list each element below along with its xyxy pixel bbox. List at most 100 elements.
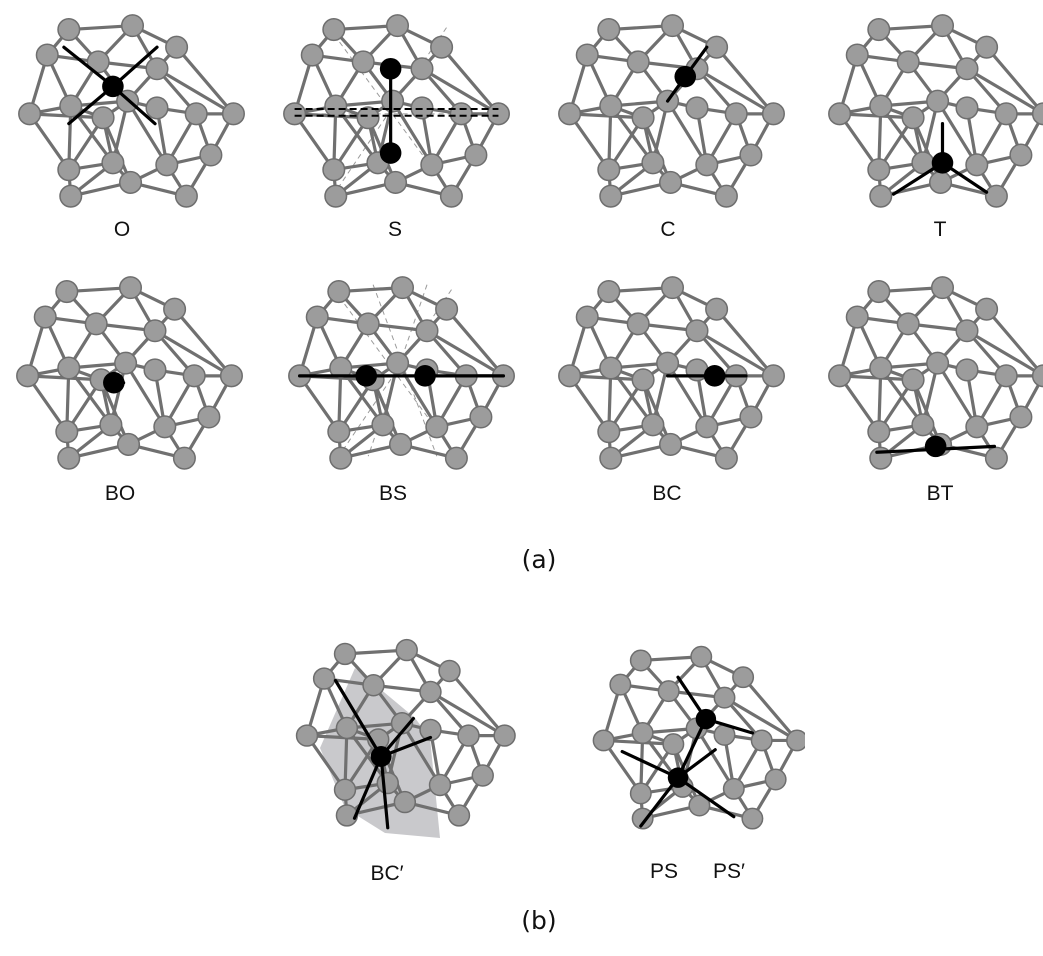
host-atom <box>659 432 683 456</box>
host-atom <box>322 158 346 182</box>
host-atom <box>35 43 59 67</box>
host-atom <box>659 170 683 194</box>
host-bond <box>123 361 167 429</box>
host-atom <box>55 420 79 444</box>
host-atom <box>660 14 685 38</box>
label-BO: BO <box>104 482 136 505</box>
host-atom <box>869 94 893 118</box>
host-bond <box>440 45 501 116</box>
host-atom <box>493 724 516 747</box>
host-atom <box>1031 102 1043 126</box>
label-PS: PS <box>649 860 679 883</box>
host-atom <box>300 43 324 67</box>
host-bond <box>935 99 979 167</box>
host-atom <box>419 680 442 704</box>
host-atom <box>930 14 955 38</box>
host-atom <box>761 364 785 388</box>
host-atom <box>975 35 999 59</box>
host-bond <box>641 378 673 447</box>
host-bond <box>101 116 133 185</box>
host-atom <box>965 153 989 177</box>
hydrogen-atom <box>931 152 954 174</box>
host-atom <box>685 319 709 343</box>
host-atom <box>631 368 655 392</box>
host-atom <box>732 666 755 689</box>
host-atom <box>390 276 415 300</box>
host-atom <box>333 642 357 666</box>
host-atom <box>381 89 405 113</box>
host-atom <box>901 106 925 130</box>
cluster-BS <box>288 276 515 470</box>
host-bond <box>715 307 776 378</box>
host-atom <box>867 158 891 182</box>
host-atom <box>327 420 351 444</box>
host-atom <box>955 57 979 81</box>
host-atom <box>143 319 167 343</box>
host-atom <box>324 184 348 208</box>
host-atom <box>597 18 621 42</box>
hydrogen-atom <box>370 746 392 767</box>
host-atom <box>724 102 748 126</box>
host-atom <box>305 305 329 329</box>
host-atom <box>867 420 891 444</box>
host-atom <box>597 158 621 182</box>
host-atom <box>984 446 1008 470</box>
host-bond <box>428 690 507 738</box>
host-bond <box>722 696 799 743</box>
hydrogen-bond <box>676 717 708 780</box>
host-atom <box>57 356 81 380</box>
host-atom <box>901 368 925 392</box>
hydrogen-atom <box>355 365 378 387</box>
host-atom <box>994 102 1018 126</box>
host-bond <box>153 329 234 378</box>
cluster-BO <box>16 276 243 470</box>
host-atom <box>199 143 223 167</box>
host-atom <box>558 364 582 388</box>
host-atom <box>641 151 665 175</box>
host-atom <box>626 312 650 336</box>
host-atom <box>143 358 167 382</box>
cluster-T <box>828 14 1043 208</box>
host-atom <box>641 413 665 437</box>
host-bond <box>125 99 169 167</box>
host-atom <box>145 57 169 81</box>
host-atom <box>656 351 680 375</box>
host-atom <box>845 305 869 329</box>
host-atom <box>33 305 57 329</box>
caption-b: (b) <box>521 906 557 935</box>
host-bond <box>173 307 234 378</box>
host-atom <box>118 276 143 300</box>
host-bond <box>965 329 1043 378</box>
host-bond <box>155 67 236 116</box>
cluster-PS <box>592 645 805 830</box>
host-atom <box>994 364 1018 388</box>
label-T: T <box>933 218 947 241</box>
host-atom <box>444 446 468 470</box>
host-atom <box>356 106 380 130</box>
host-atom <box>869 356 893 380</box>
host-atom <box>384 170 408 194</box>
host-atom <box>329 446 353 470</box>
host-atom <box>322 18 346 42</box>
cluster-BC-prime <box>295 638 516 838</box>
host-bond <box>694 726 736 791</box>
host-atom <box>722 777 745 800</box>
host-bond <box>715 45 776 116</box>
hydrogen-bond <box>676 776 736 819</box>
host-atom <box>828 364 852 388</box>
hydrogen-atom <box>379 57 402 80</box>
host-atom <box>739 143 763 167</box>
host-atom <box>714 184 738 208</box>
host-atom <box>705 35 729 59</box>
host-atom <box>184 102 208 126</box>
host-atom <box>420 153 444 177</box>
host-atom <box>705 297 729 321</box>
host-atom <box>57 18 81 42</box>
hydrogen-bond <box>352 754 383 820</box>
host-atom <box>575 305 599 329</box>
host-atom <box>59 184 83 208</box>
host-atom <box>631 722 654 744</box>
host-atom <box>761 102 785 126</box>
host-atom <box>327 280 351 304</box>
host-atom <box>393 790 417 814</box>
